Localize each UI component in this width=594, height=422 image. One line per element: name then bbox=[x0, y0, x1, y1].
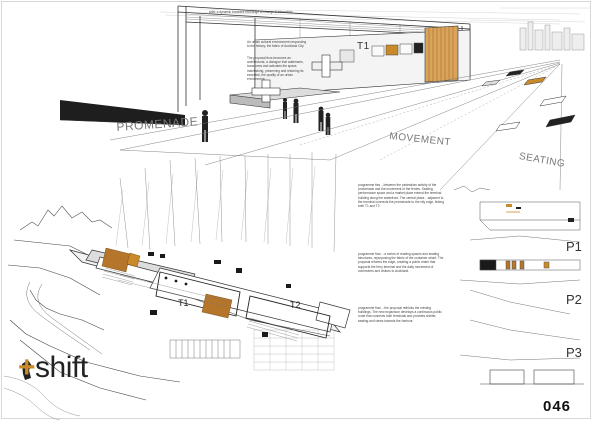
label-t1-perspective: T1 bbox=[357, 41, 370, 52]
text-column-bottom: programme flow ...the proposal rethinks … bbox=[358, 306, 442, 323]
label-p1: P1 bbox=[566, 239, 582, 254]
text-column-flow: programme flow ...a series of reading sp… bbox=[358, 252, 444, 273]
title-word: shift bbox=[35, 351, 88, 384]
intro-para-1: An urban cultural environment responding… bbox=[247, 40, 307, 49]
label-p3: P3 bbox=[566, 345, 582, 360]
promenade-perspective-sketch bbox=[59, 5, 590, 190]
panel-number: 046 bbox=[543, 398, 572, 415]
shadow-wedge bbox=[60, 100, 185, 125]
label-p2: P2 bbox=[566, 292, 582, 307]
text-column-programme: programme ties ...between the pedestrian… bbox=[358, 183, 444, 209]
intro-para-2: The proposal thus becomes an architectur… bbox=[247, 56, 304, 82]
label-t1-plan: T1 bbox=[178, 298, 189, 308]
section-diagrams bbox=[453, 185, 584, 385]
intro-heading: shift: a dynamic transient exchange of c… bbox=[209, 10, 293, 14]
label-t2-plan: T2 bbox=[290, 300, 301, 310]
project-title: +shift bbox=[18, 351, 88, 385]
title-plus: + bbox=[18, 351, 36, 384]
site-plan-drawing bbox=[3, 152, 351, 421]
